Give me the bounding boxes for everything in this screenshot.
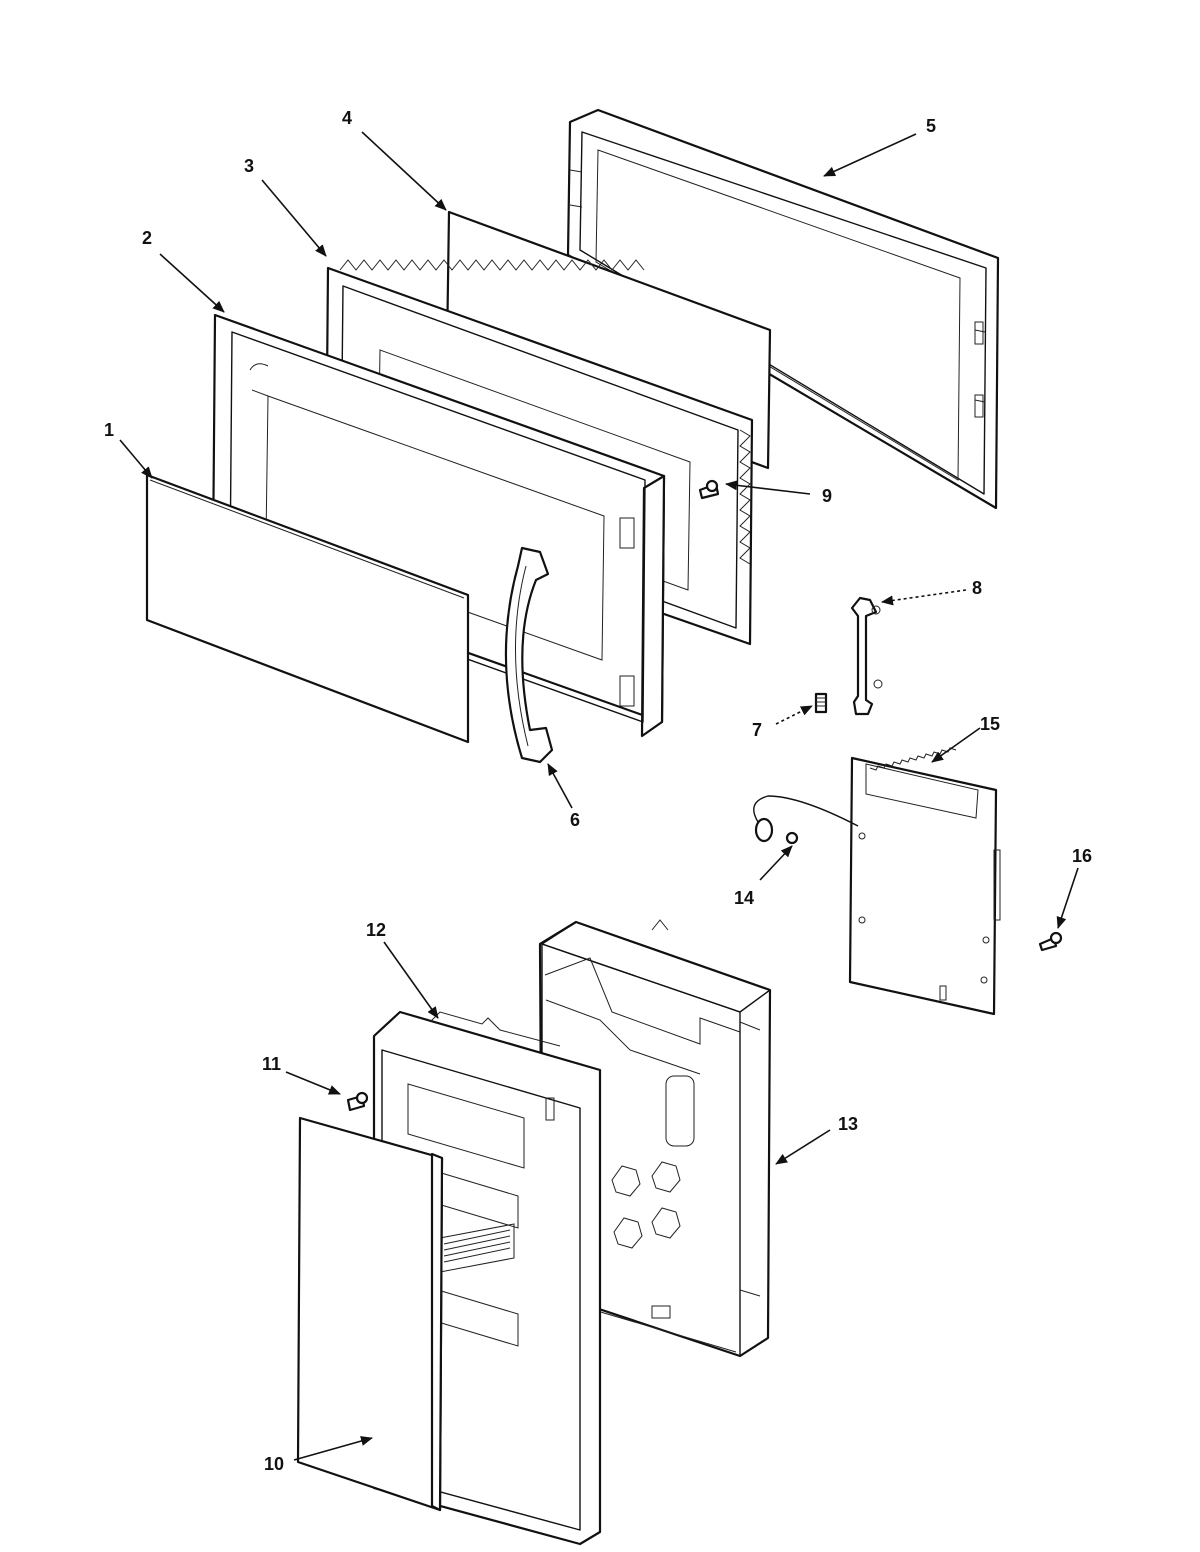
leader-10	[293, 1436, 373, 1461]
leader-6	[547, 763, 573, 809]
part-14-ground-wire	[753, 795, 859, 845]
part-6-door-handle	[504, 546, 554, 764]
leader-8	[881, 589, 967, 606]
callout-13: 13	[838, 1114, 858, 1134]
leader-13	[775, 1129, 831, 1165]
leader-16	[1056, 867, 1079, 929]
leader-11	[285, 1071, 341, 1095]
part-2-door-panel	[211, 313, 666, 738]
callout-8: 8	[972, 578, 982, 598]
callout-12: 12	[366, 920, 386, 940]
part-9-screw	[698, 479, 720, 500]
callout-6: 6	[570, 810, 580, 830]
part-8-latch-hook	[850, 596, 883, 716]
callout-15: 15	[980, 714, 1000, 734]
callout-11: 11	[262, 1054, 281, 1074]
part-10-control-panel-cover	[296, 1116, 444, 1512]
part-16-screw	[1038, 931, 1063, 952]
leader-5	[823, 133, 917, 177]
callout-7: 7	[752, 720, 762, 740]
leader-15	[931, 727, 981, 763]
part-5-door-frame	[566, 108, 1000, 510]
callout-16: 16	[1072, 846, 1092, 866]
callout-3: 3	[244, 156, 254, 176]
part-15-control-board	[848, 747, 1001, 1016]
callout-5: 5	[926, 116, 936, 136]
callout-10: 10	[264, 1454, 284, 1474]
callout-1: 1	[104, 420, 114, 440]
leader-1	[119, 439, 153, 479]
callout-9: 9	[822, 486, 832, 506]
callout-14: 14	[734, 888, 754, 908]
callout-2: 2	[142, 228, 152, 248]
part-11-screw	[346, 1091, 369, 1112]
leader-14	[759, 845, 793, 881]
part-7-spring	[814, 692, 828, 714]
leader-9	[725, 480, 811, 495]
part-1-outer-glass	[145, 473, 470, 744]
callout-labels: 1 2 3 4 5 6 7 8 9 10 11 12 13 14 15 16	[104, 108, 1092, 1474]
leader-2	[159, 253, 225, 313]
leader-7	[775, 705, 813, 725]
leader-4	[361, 131, 447, 211]
leader-3	[261, 179, 327, 257]
leader-lines	[119, 131, 1079, 1461]
leader-12	[383, 941, 439, 1019]
callout-4: 4	[342, 108, 352, 128]
